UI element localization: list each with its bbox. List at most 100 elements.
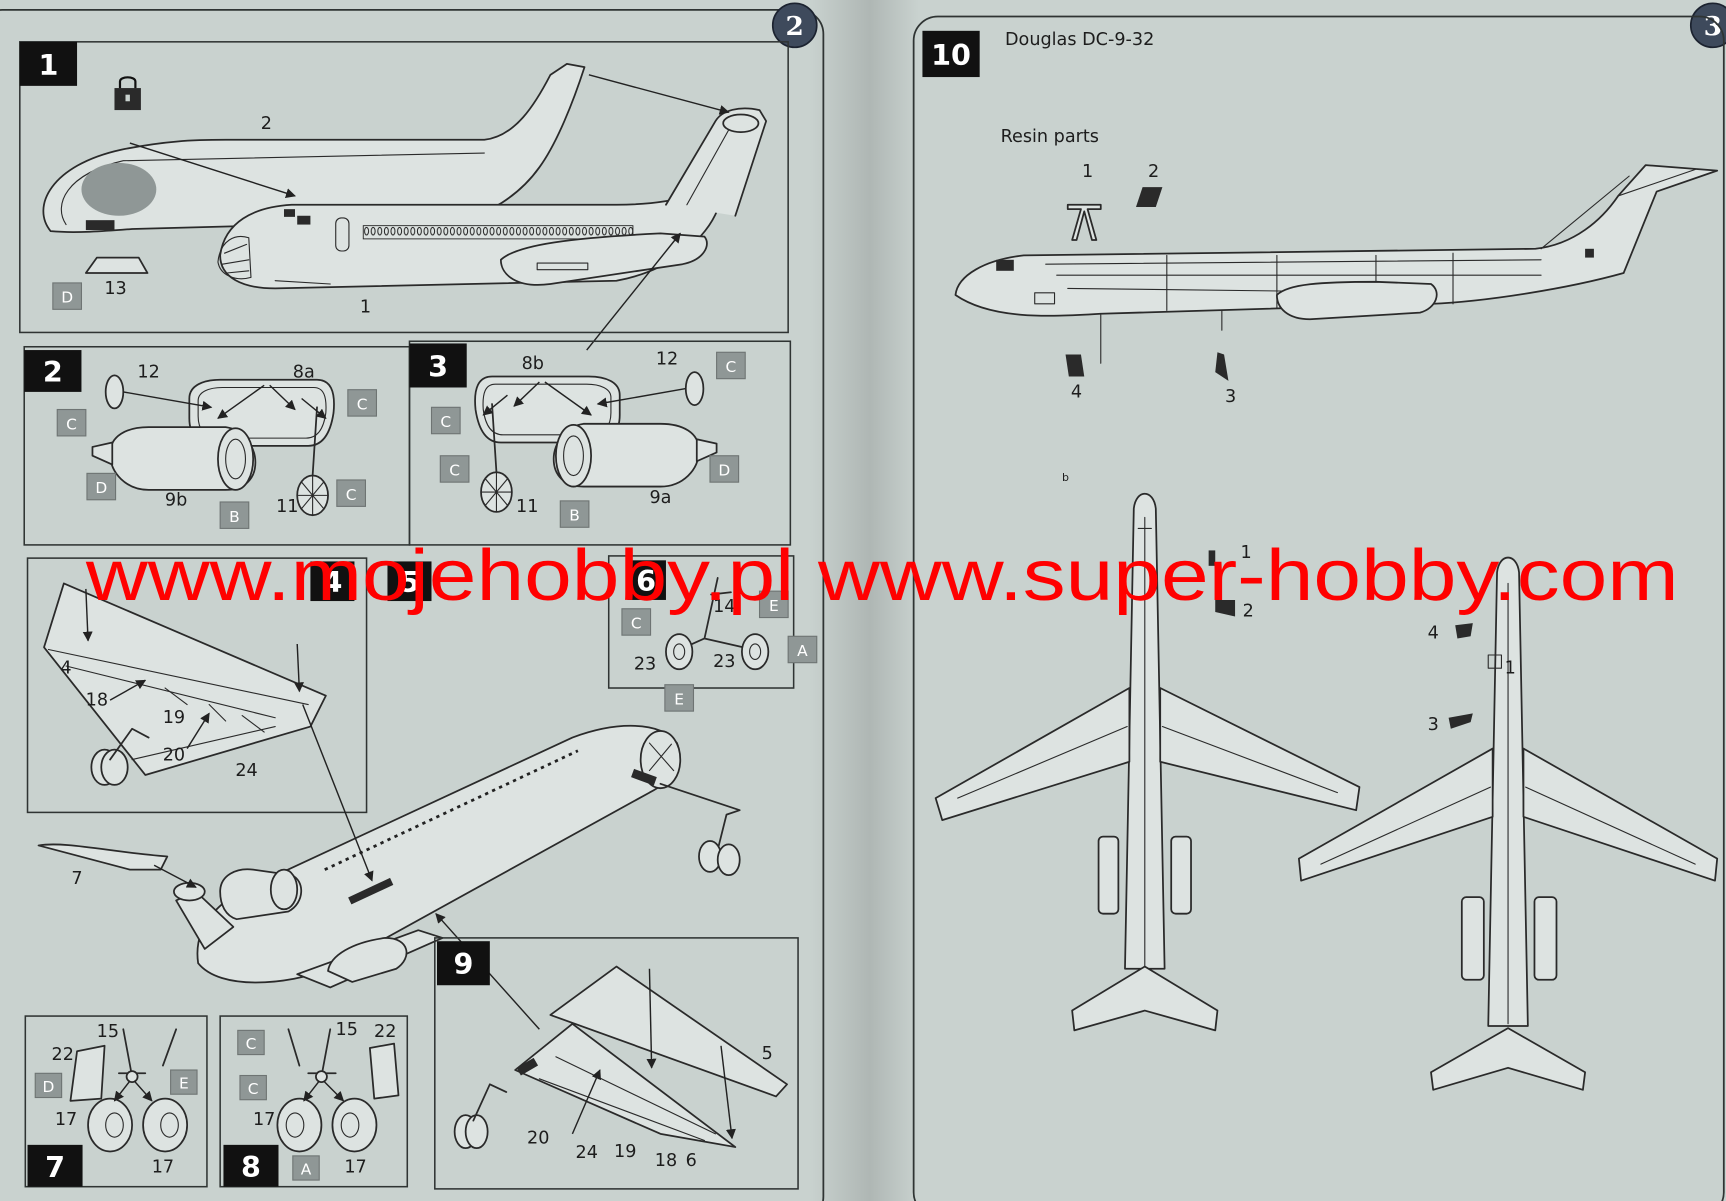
callout-b: b <box>1062 471 1069 484</box>
lock-icon <box>114 76 141 111</box>
canopy-gray-area <box>81 162 157 216</box>
paint-code-label: C <box>346 486 357 504</box>
step-6-number: 6 <box>636 564 656 598</box>
main-gear-left-drawing <box>69 1028 189 1153</box>
callout-part-20: 20 <box>163 746 185 766</box>
page-number-left: 2 <box>786 11 804 42</box>
paint-code-box: C <box>336 479 367 507</box>
paint-code-label: C <box>440 413 451 431</box>
step-7: 7 15 22 D E 17 17 <box>24 1015 208 1188</box>
step-6-number-box <box>627 560 666 600</box>
callout-part-17: 17 <box>253 1110 275 1130</box>
nose-gear-drawing <box>665 577 770 671</box>
paint-code-box: A <box>292 1155 320 1181</box>
paint-code-label: E <box>179 1075 189 1093</box>
paint-code-box: E <box>170 1069 198 1095</box>
callout-part-11: 11 <box>276 497 298 517</box>
callout-part-13: 13 <box>104 279 126 299</box>
step-5-number: 5 <box>400 565 420 599</box>
callout-part-24: 24 <box>235 761 257 781</box>
callout-resin-3: 3 <box>1428 715 1439 735</box>
left-page: 2 1 <box>0 2 825 1201</box>
callout-part-2: 2 <box>261 114 272 134</box>
callout-part-5: 5 <box>762 1044 773 1064</box>
clear-fuselage-part-drawing <box>42 62 586 233</box>
step-6-frame <box>607 555 795 689</box>
callout-part-24: 24 <box>575 1143 597 1163</box>
resin-part-3-drawing <box>1215 352 1229 381</box>
left-page-border <box>0 9 825 1201</box>
callout-part-8a: 8a <box>293 363 315 383</box>
step-6: 6 14 E C 23 23 A E <box>607 555 818 712</box>
callout-resin-1: 1 <box>1505 659 1516 679</box>
step-9-frame <box>434 937 799 1190</box>
step-7-number: 7 <box>45 1150 65 1184</box>
callout-part-8b: 8b <box>522 354 544 374</box>
paint-code-label: C <box>449 462 460 480</box>
paint-code-box: B <box>219 501 250 529</box>
page-number-right: 3 <box>1704 11 1722 42</box>
step-10-number-box <box>922 30 980 78</box>
callout-part-15: 15 <box>97 1022 119 1042</box>
paint-code-box: C <box>439 455 470 483</box>
paint-code-label: D <box>718 462 730 480</box>
paint-code-box: E <box>664 684 695 712</box>
step-9: 9 5 20 24 19 18 6 <box>434 937 799 1190</box>
paint-code-box: D <box>52 282 83 310</box>
step-2: 2 12 8a C C D 9b B <box>23 345 411 546</box>
page-badge-left: 2 <box>771 2 818 49</box>
callout-part-14: 14 <box>713 597 735 617</box>
callout-part-17: 17 <box>55 1110 77 1130</box>
step-2-number-box <box>24 350 82 392</box>
step-7-frame <box>24 1015 208 1188</box>
step-3: 3 8b 12 C C C 11 B 9a D <box>408 340 792 546</box>
step-2-number: 2 <box>43 355 63 389</box>
paint-code-box: D <box>709 455 740 483</box>
callout-part-4: 4 <box>60 659 71 679</box>
callout-resin-2: 2 <box>1148 162 1159 182</box>
callout-part-22: 22 <box>374 1022 396 1042</box>
step-8-number-box <box>223 1144 279 1187</box>
step-8-frame <box>219 1015 409 1188</box>
callout-part-6: 6 <box>686 1151 697 1171</box>
paint-code-label: C <box>357 396 368 414</box>
step-9-number: 9 <box>453 947 473 981</box>
paint-code-box: C <box>347 389 378 417</box>
callout-resin-4: 4 <box>1071 382 1082 402</box>
paint-code-box: C <box>237 1029 265 1056</box>
step-1-frame <box>19 41 789 334</box>
paint-code-box: A <box>787 635 818 664</box>
paint-code-label: D <box>42 1078 54 1096</box>
paint-code-label: C <box>66 415 77 433</box>
callout-resin-4: 4 <box>1428 623 1439 643</box>
paint-code-label: D <box>95 479 107 497</box>
callout-part-12: 12 <box>656 349 678 369</box>
paint-code-box: C <box>430 406 461 435</box>
paint-code-label: C <box>631 615 642 633</box>
paint-code-label: C <box>726 358 737 376</box>
resin-part-1-drawing <box>1066 203 1102 241</box>
callout-resin-1: 1 <box>1240 543 1251 563</box>
page-fold-shadow <box>809 0 920 1201</box>
paint-code-label: B <box>569 507 580 525</box>
callout-part-15: 15 <box>336 1020 358 1040</box>
page-badge-right: 3 <box>1689 2 1726 49</box>
model-title: Douglas DC-9-32 <box>1005 30 1154 50</box>
engine-assembly-drawing <box>91 374 335 517</box>
step-5: 5 <box>387 561 432 602</box>
step-7-number-box <box>27 1144 83 1187</box>
callout-part-18: 18 <box>86 691 108 711</box>
callout-part-11: 11 <box>516 497 538 517</box>
paint-code-box: D <box>86 472 117 501</box>
paint-code-box: C <box>716 351 746 380</box>
step-4-number: 4 <box>322 565 342 599</box>
step-9-number-box <box>437 941 490 986</box>
right-page: 3 10 Douglas DC-9-32 Resin parts 1 2 4 3… <box>912 2 1726 1201</box>
wing-underside-drawing <box>453 965 788 1150</box>
step-8: 8 C 15 22 C 17 A 17 <box>219 1015 409 1188</box>
paint-code-label: C <box>246 1035 257 1053</box>
callout-part-7: 7 <box>71 869 82 889</box>
side-view-drawing <box>954 164 1719 381</box>
step-3-frame <box>408 340 792 546</box>
